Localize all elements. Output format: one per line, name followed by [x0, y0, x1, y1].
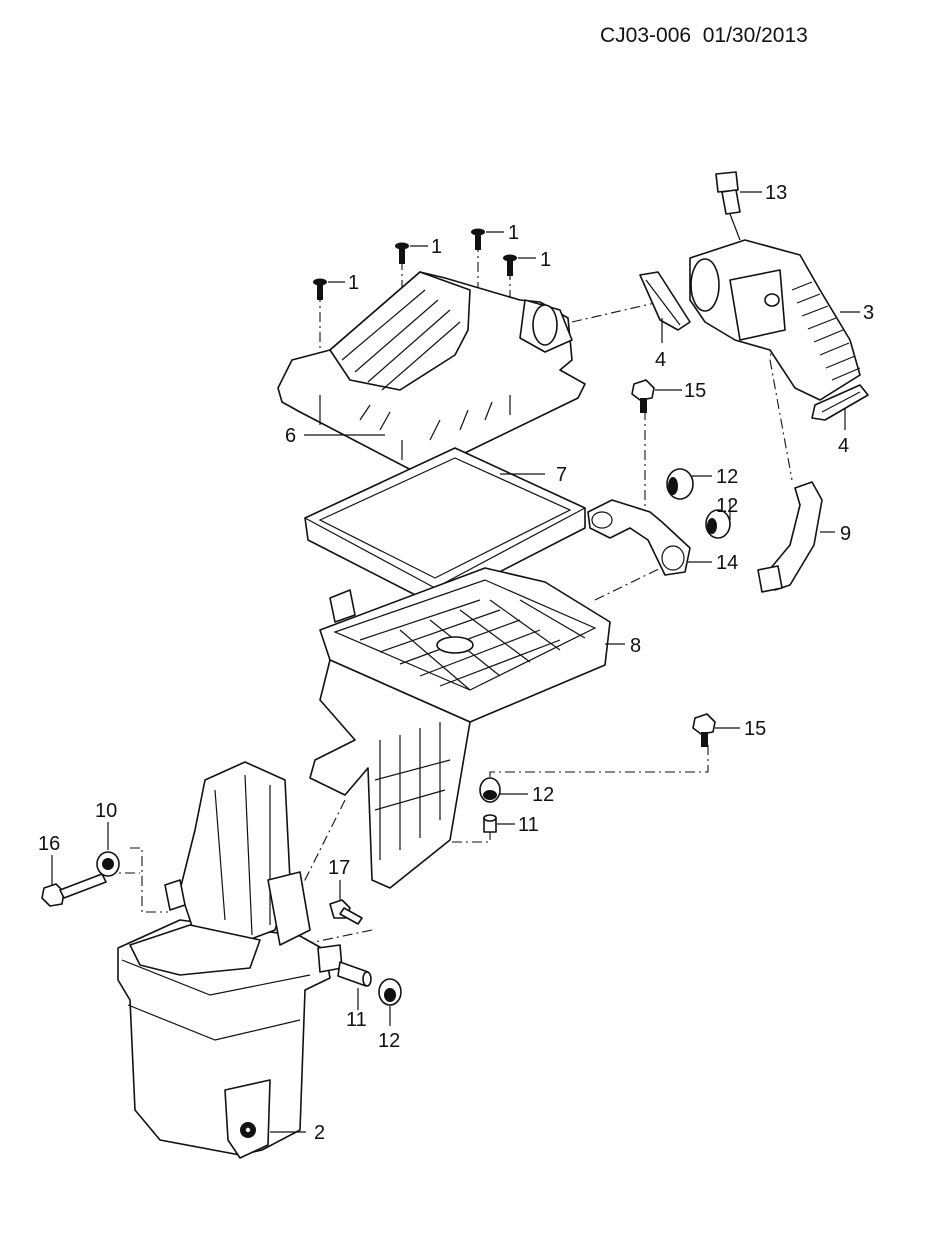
callout-16: 16	[38, 833, 60, 855]
screw-1a	[313, 278, 327, 300]
bushing-11a	[483, 814, 497, 833]
callout-9: 9	[840, 523, 851, 545]
callout-11b: 11	[346, 1009, 367, 1031]
callout-12b: 12	[716, 495, 738, 517]
callout-1a: 1	[348, 272, 359, 294]
clamp-4b	[811, 384, 869, 421]
grommet-10	[96, 851, 120, 877]
bolt-15a	[631, 379, 655, 413]
callout-17: 17	[328, 857, 350, 879]
clamp-4a	[639, 271, 691, 331]
sensor-13	[715, 171, 741, 241]
callout-12a: 12	[716, 466, 738, 488]
callout-12b-group: 12	[716, 495, 738, 517]
callout-4a: 4	[655, 349, 666, 371]
bushing-11b	[337, 961, 372, 987]
bracket-14	[587, 499, 691, 576]
screw-1b	[395, 242, 409, 264]
screw-1d	[503, 254, 517, 276]
callout-13: 13	[765, 182, 787, 204]
callout-1d: 1	[540, 249, 551, 271]
leader-lines	[51, 191, 860, 1133]
screw-1c	[471, 228, 485, 250]
grommet-12b	[705, 509, 731, 539]
callout-14: 14	[716, 552, 738, 574]
callout-1c: 1	[508, 222, 519, 244]
resonator-box-2	[117, 761, 343, 1159]
callout-15b: 15	[744, 718, 766, 740]
diagram-header: CJ03-006 01/30/2013	[600, 24, 870, 48]
grommet-12d	[378, 978, 402, 1006]
callout-1b: 1	[431, 236, 442, 258]
callout-8: 8	[630, 635, 641, 657]
callout-labels: 1 1 1 1 13 3 4 4 15 6 7 12 9 14 8 15 12 …	[38, 182, 874, 1144]
bolt-17	[329, 899, 363, 925]
callout-2: 2	[314, 1122, 325, 1144]
callout-10: 10	[95, 800, 117, 822]
outlet-duct-3	[689, 239, 861, 401]
callout-4b: 4	[838, 435, 849, 457]
bolt-15b	[692, 713, 716, 747]
callout-7: 7	[556, 464, 567, 486]
callout-12c: 12	[532, 784, 554, 806]
callout-3: 3	[863, 302, 874, 324]
doc-code: CJ03-006	[600, 24, 692, 47]
grommet-12c	[479, 777, 501, 803]
callout-11a: 11	[518, 814, 539, 836]
doc-date: 01/30/2013	[702, 24, 808, 47]
callout-6: 6	[285, 425, 296, 447]
grommet-12a	[666, 468, 694, 500]
callout-15a: 15	[684, 380, 706, 402]
hose-9	[757, 481, 823, 593]
bolt-16	[41, 873, 107, 907]
lower-housing-tray	[309, 567, 611, 889]
callout-12d: 12	[378, 1030, 400, 1052]
air-cleaner-cover	[277, 271, 586, 473]
